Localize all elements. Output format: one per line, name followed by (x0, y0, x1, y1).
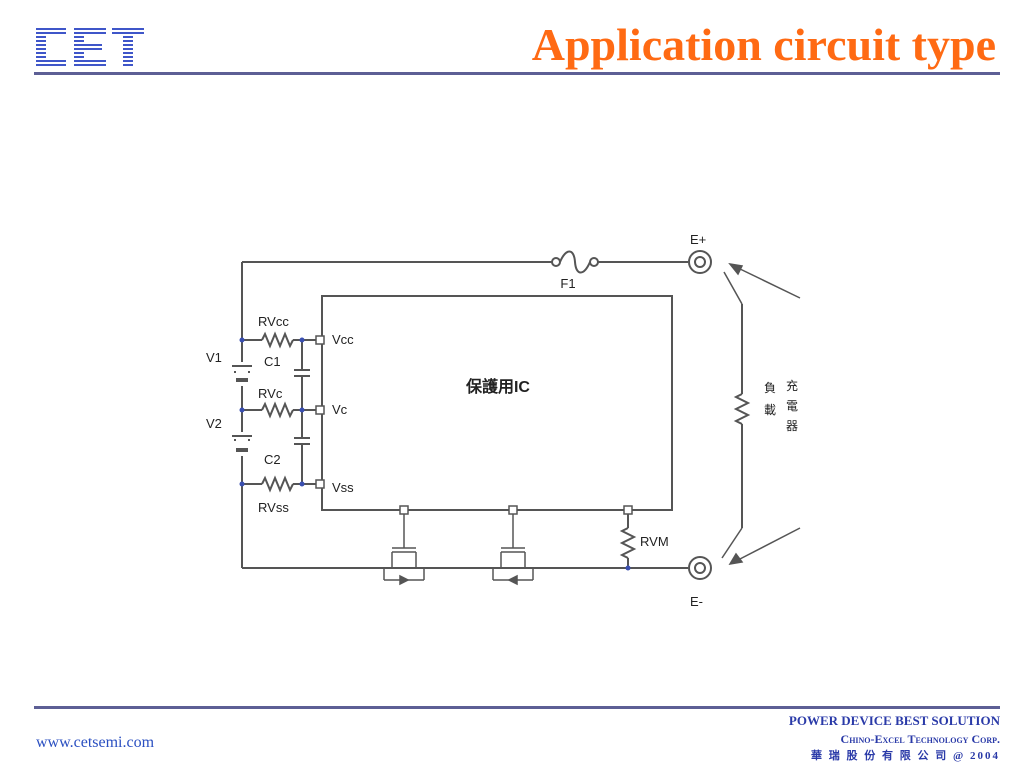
footer-company-cn: 華 瑞 股 份 有 限 公 司 @ 2004 (811, 750, 1000, 762)
footer-divider (34, 706, 1000, 709)
footer-company-name: Chino-Excel Technology Corp. (840, 732, 1000, 746)
capacitor-c1-label: C1 (264, 354, 281, 369)
pin-vcc-label: Vcc (332, 332, 354, 347)
resistor-rvcc-label: RVcc (258, 314, 289, 329)
terminal-negative (688, 556, 712, 580)
cell-v2-label: V2 (206, 416, 222, 431)
resistor-rvm (619, 514, 637, 568)
resistor-rvc-label: RVc (258, 386, 283, 401)
resistor-rvss-label: RVss (258, 500, 289, 515)
capacitor-c2-label: C2 (264, 452, 281, 467)
pin-vss-label: Vss (332, 480, 354, 495)
terminal-positive (688, 250, 712, 274)
page-title: Application circuit type (531, 19, 996, 70)
fuse-symbol (551, 250, 599, 274)
resistor-rvm-label: RVM (640, 534, 669, 549)
terminal-negative-label: E- (690, 594, 703, 609)
fuse-label: F1 (560, 276, 575, 291)
load-label: 負載 (764, 381, 776, 417)
website-link[interactable]: www.cetsemi.com (36, 734, 155, 751)
load-resistor (733, 304, 751, 528)
connection-arrows (721, 262, 801, 566)
header-divider (34, 72, 1000, 75)
terminal-positive-label: E+ (690, 232, 706, 247)
footer-company-info: POWER DEVICE BEST SOLUTION Chino-Excel T… (700, 712, 1000, 764)
mosfet-charge (492, 514, 534, 586)
footer-tagline: POWER DEVICE BEST SOLUTION (788, 713, 1000, 728)
charger-label: 充電器 (786, 378, 798, 433)
ic-label: 保護用IC (465, 377, 530, 396)
pin-vc-label: Vc (332, 402, 348, 417)
cell-v1-label: V1 (206, 350, 222, 365)
company-logo (34, 24, 146, 72)
mosfet-discharge (383, 514, 425, 586)
